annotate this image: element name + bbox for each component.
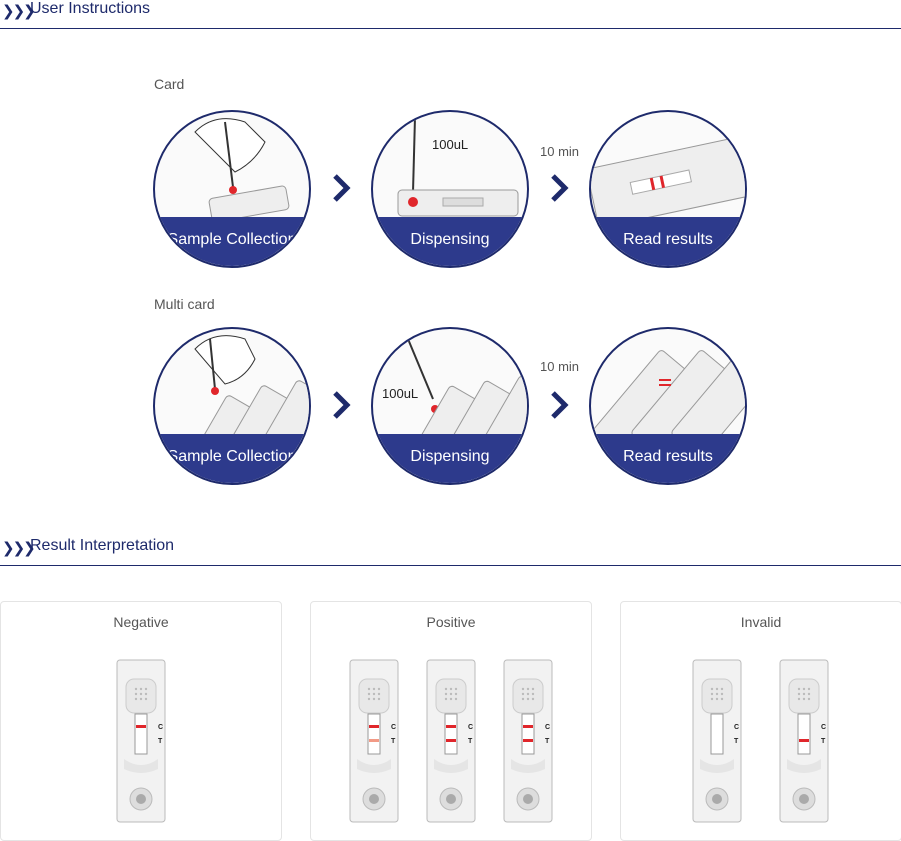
step-label: Read results [591,217,745,266]
svg-text:C: C [468,724,473,731]
row-label-multi: Multi card [154,296,215,312]
volume-label: 100uL [432,137,469,152]
step-read-results-card: Read results [589,110,747,268]
svg-text:C: C [545,724,550,731]
dispensing-illustration [397,116,519,217]
next-arrow-icon [551,174,569,202]
row-label-card: Card [154,76,185,92]
result-title: Invalid [740,614,782,630]
section-header-instructions: ❯❯❯ User Instructions [0,0,901,29]
step-label: Dispensing [373,434,527,483]
step-sample-collection-card: Sample Collection [153,110,311,268]
step-dispensing-card: Dispensing [371,110,529,268]
time-label: 10 min [540,359,580,374]
next-arrow-icon [333,391,351,419]
step-label: Read results [591,434,745,483]
svg-text:C: C [734,724,739,731]
result-title: Positive [426,614,476,630]
next-arrow-icon [333,174,351,202]
svg-text:T: T [545,738,550,745]
step-dispensing-multi: Dispensing [371,327,529,485]
svg-text:T: T [734,738,739,745]
svg-text:T: T [391,738,396,745]
time-label: 10 min [540,144,580,159]
next-arrow-icon [551,391,569,419]
step-label: Sample Collection [155,434,309,483]
read-results-illustration [591,136,745,228]
sample-collection-illustration [194,118,290,223]
svg-text:T: T [468,738,473,745]
section-title: User Instructions [30,0,151,17]
step-label: Dispensing [373,217,527,266]
volume-label: 100uL [382,386,419,401]
result-title: Negative [113,614,169,630]
step-label: Sample Collection [155,217,309,266]
svg-text:C: C [158,724,163,731]
section-header-interpretation: ❯❯❯ Result Interpretation [0,537,901,566]
svg-text:C: C [391,724,396,731]
chevrons-icon: ❯❯❯ [2,540,36,557]
step-sample-collection-multi: Sample Collection [153,327,311,485]
chevrons-icon: ❯❯❯ [2,3,36,20]
step-read-results-multi: Read results [589,327,747,485]
svg-text:T: T [158,738,163,745]
section-title: Result Interpretation [30,537,175,554]
svg-text:C: C [821,724,826,731]
svg-text:T: T [821,738,826,745]
